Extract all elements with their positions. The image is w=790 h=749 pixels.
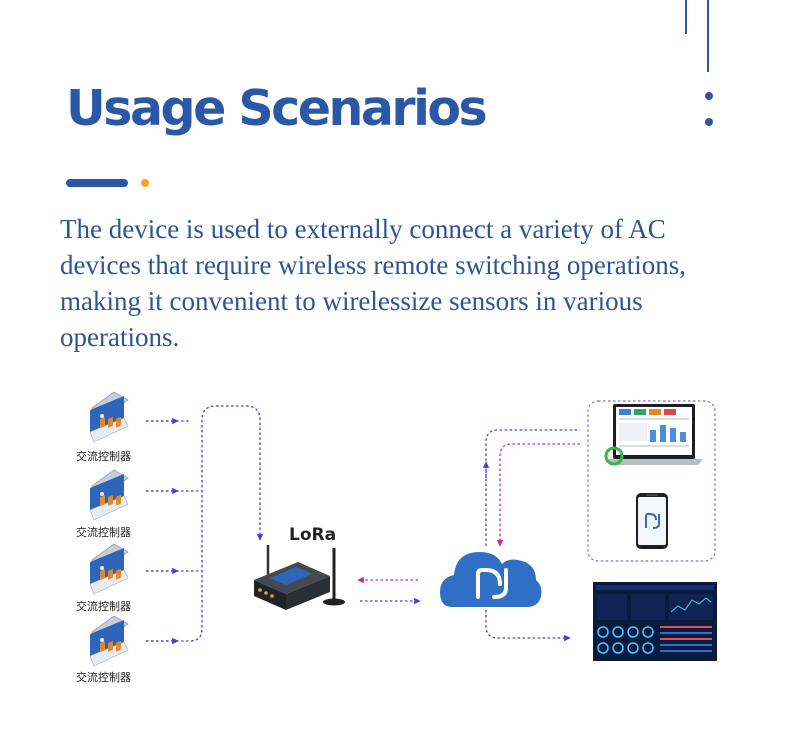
decor-line-right <box>707 0 709 72</box>
ac-controller-label: 交流控制器 <box>76 449 131 463</box>
decor-dot-top <box>705 92 713 100</box>
title-accent-dot <box>141 179 149 187</box>
ac-controller-label: 交流控制器 <box>76 670 131 684</box>
ac-controller-icon <box>89 615 129 667</box>
ac-controller-icon <box>89 391 129 443</box>
cloud-to-dashboard <box>485 610 571 642</box>
ac-controller-4: 交流控制器 <box>76 615 131 684</box>
cloud-to-apps-uplink <box>485 429 580 546</box>
ac-controller-3: 交流控制器 <box>76 543 131 613</box>
gateway-label: LoRa <box>289 525 336 545</box>
page-title: Usage Scenarios <box>66 80 488 137</box>
cloud-icon <box>440 552 542 607</box>
ac-controller-icon <box>89 543 129 595</box>
dashboard-screen-icon <box>593 582 717 661</box>
ac-controller-label: 交流控制器 <box>76 525 131 539</box>
title-underline <box>66 179 128 187</box>
decor-line-left <box>685 0 687 34</box>
lora-gateway: LoRa <box>254 525 345 610</box>
laptop-icon <box>604 404 703 466</box>
apps-to-cloud-downlink <box>496 443 580 547</box>
ac-controller-label: 交流控制器 <box>76 599 131 613</box>
decor-dot-bottom <box>705 118 713 126</box>
network-diagram: 交流控制器 交流控制器 交流控制器 交流控制器 LoRa <box>76 391 717 684</box>
ac-controller-icon <box>89 469 129 521</box>
ac-controller-2: 交流控制器 <box>76 469 131 539</box>
app-group-frame <box>587 400 716 562</box>
lora-gateway-icon <box>254 545 345 610</box>
smartphone-icon <box>636 493 668 549</box>
bus-line <box>146 405 260 642</box>
ac-controller-1: 交流控制器 <box>76 391 131 463</box>
description-text: The device is used to externally connect… <box>60 214 687 352</box>
